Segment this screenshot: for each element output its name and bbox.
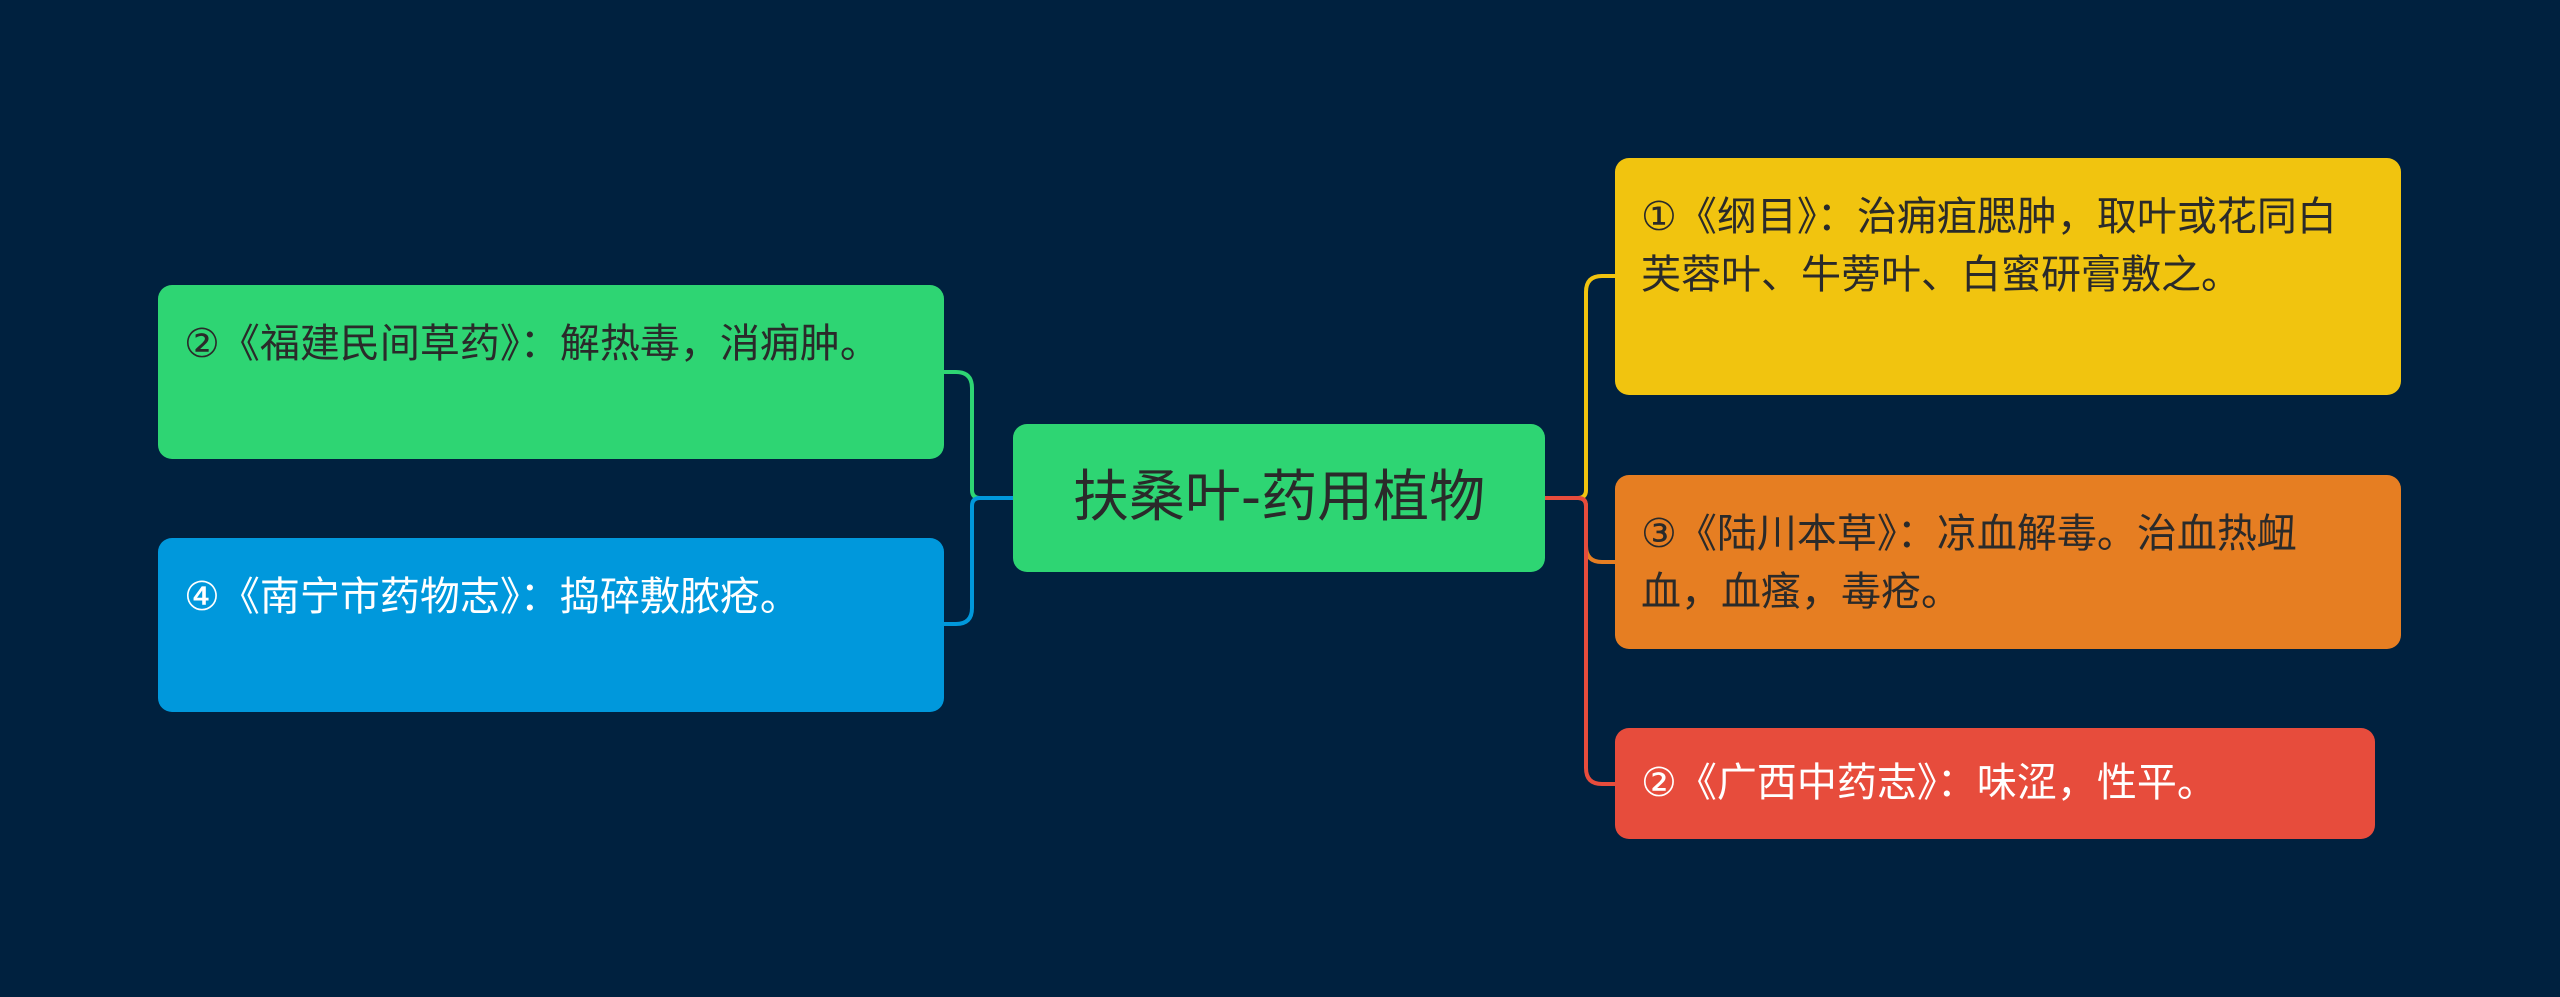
topic-fujian-minjian-caoyao[interactable]: ②《福建民间草药》：解热毒，消痈肿。 — [158, 285, 944, 459]
topic-gangmu[interactable]: ①《纲目》：治痈疽腮肿，取叶或花同白芙蓉叶、牛蒡叶、白蜜研膏敷之。 — [1615, 158, 2401, 395]
topic-nanning-yaowuzhi[interactable]: ④《南宁市药物志》：捣碎敷脓疮。 — [158, 538, 944, 712]
topic-luchuan-bencao[interactable]: ③《陆川本草》：凉血解毒。治血热衄血，血瘙，毒疮。 — [1615, 475, 2401, 649]
connector-center-to-luchuan — [1545, 496, 1615, 564]
connector-center-to-gangmu — [1545, 274, 1615, 500]
connector-center-to-nanning — [944, 496, 1013, 626]
topic-guangxi-zhongyaozhi[interactable]: ②《广西中药志》：味涩，性平。 — [1615, 728, 2375, 839]
connector-center-to-guangxi — [1545, 496, 1615, 786]
central-topic[interactable]: 扶桑叶-药用植物 — [1013, 424, 1545, 572]
connector-center-to-fujian — [944, 370, 1013, 500]
